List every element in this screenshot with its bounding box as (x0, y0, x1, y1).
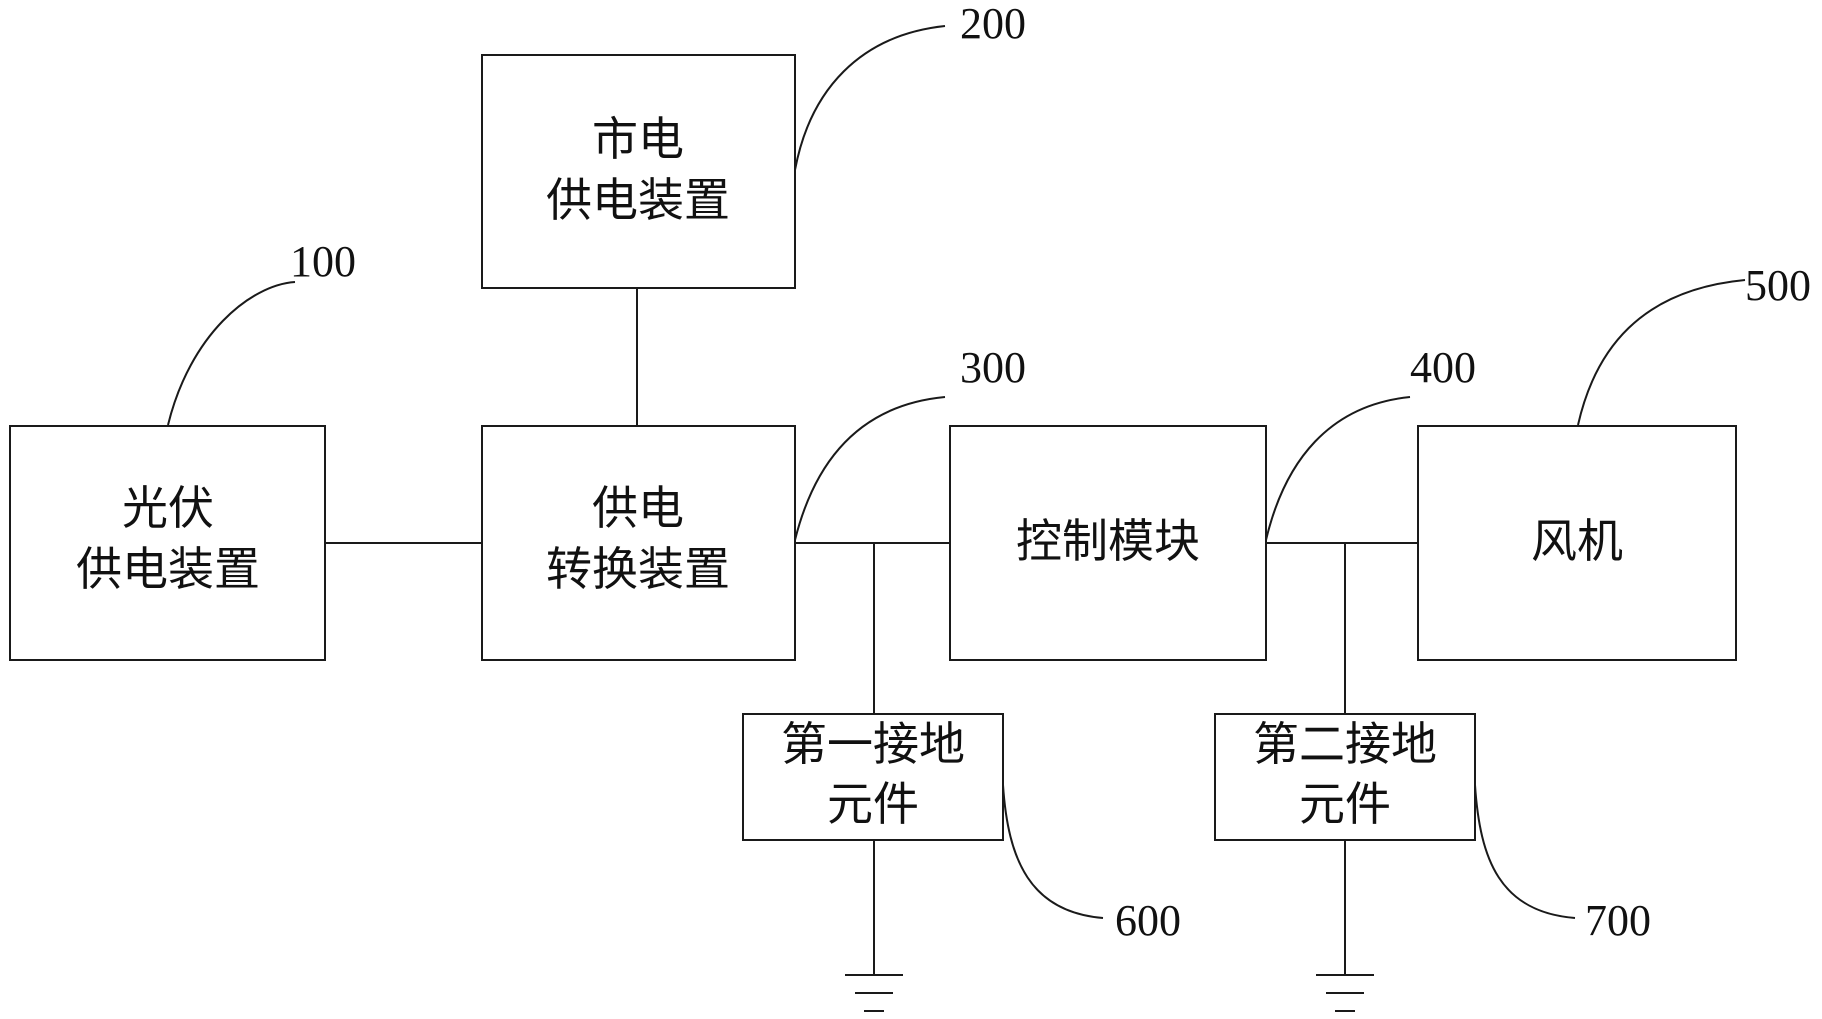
block-ground-element-1: 第一接地 元件 (742, 713, 1004, 841)
connection-wires (325, 288, 1418, 975)
block-ground-element-2-label-2: 元件 (1299, 777, 1391, 831)
leader-300 (794, 396, 946, 541)
block-ground-element-1-label-1: 第一接地 (781, 717, 965, 771)
block-ground-element-2-label-1: 第二接地 (1253, 717, 1437, 771)
block-power-converter-label-2: 转换装置 (546, 542, 730, 596)
ref-100: 100 (290, 237, 356, 286)
block-grid-supply: 市电 供电装置 (481, 54, 796, 289)
block-control-module: 控制模块 (949, 425, 1267, 661)
block-pv-supply-label-2: 供电装置 (76, 542, 260, 596)
leader-500 (1577, 279, 1746, 426)
block-fan-label: 风机 (1531, 514, 1623, 568)
leader-200 (794, 25, 946, 171)
leader-600 (1002, 784, 1104, 919)
block-pv-supply-label-1: 光伏 (122, 481, 214, 535)
ref-400: 400 (1410, 343, 1476, 392)
ref-700: 700 (1585, 896, 1651, 945)
ref-600: 600 (1115, 896, 1181, 945)
leader-700 (1474, 784, 1576, 919)
block-ground-element-2: 第二接地 元件 (1214, 713, 1476, 841)
block-grid-supply-label-1: 市电 (592, 112, 684, 166)
leader-lines (167, 25, 1746, 919)
block-grid-supply-label-2: 供电装置 (546, 173, 730, 227)
block-fan: 风机 (1417, 425, 1737, 661)
block-control-module-label: 控制模块 (1016, 514, 1200, 568)
leader-100 (167, 281, 296, 426)
reference-numerals: 100 200 300 400 500 600 700 (290, 0, 1811, 945)
block-power-converter-label-1: 供电 (592, 481, 684, 535)
earth-symbol-2 (1316, 974, 1374, 1012)
block-ground-element-1-label-2: 元件 (827, 777, 919, 831)
block-pv-supply: 光伏 供电装置 (9, 425, 326, 661)
block-power-converter: 供电 转换装置 (481, 425, 796, 661)
ref-300: 300 (960, 343, 1026, 392)
leader-400 (1265, 396, 1411, 541)
ref-200: 200 (960, 0, 1026, 48)
earth-symbol-1 (845, 974, 903, 1012)
ref-500: 500 (1745, 261, 1811, 310)
